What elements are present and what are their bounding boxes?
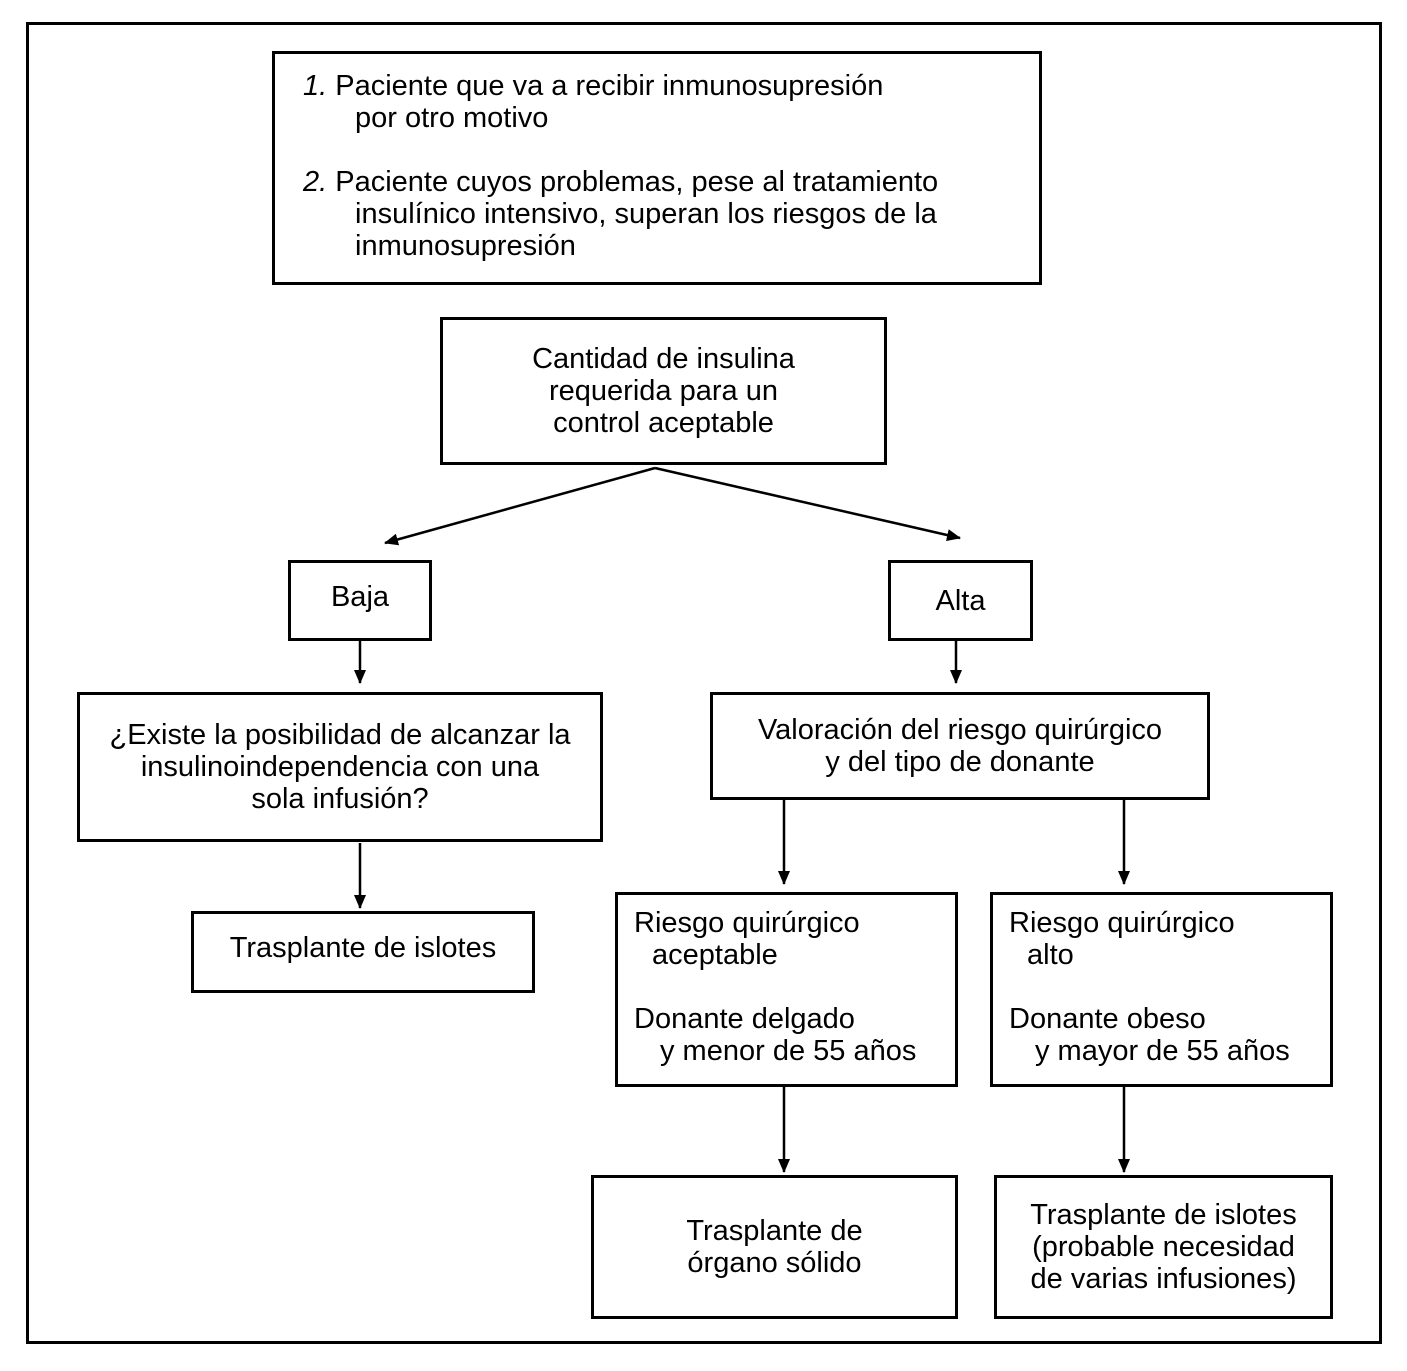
acceptable-risk-box: Riesgo quirúrgico aceptable Donante delg… bbox=[615, 892, 958, 1087]
criteria-item-1: 1. Paciente que va a recibir inmunosupre… bbox=[303, 70, 884, 102]
baja-box: Baja bbox=[288, 560, 432, 641]
arrow-insulin-to-baja bbox=[384, 466, 656, 546]
criteria-box: 1. Paciente que va a recibir inmunosupre… bbox=[272, 51, 1042, 285]
islets-transplant-box: Trasplante de islotes bbox=[191, 911, 535, 993]
alta-box: Alta bbox=[888, 560, 1033, 641]
islets-multiple-box: Trasplante de islotes (probable necesida… bbox=[994, 1175, 1333, 1319]
diagram-frame bbox=[26, 22, 1382, 1344]
high-risk-box: Riesgo quirúrgico alto Donante obeso y m… bbox=[990, 892, 1333, 1087]
assessment-box: Valoración del riesgo quirúrgico y del t… bbox=[710, 692, 1210, 800]
insulin-requirement-box: Cantidad de insulina requerida para un c… bbox=[440, 317, 887, 465]
arrow-insulin-to-alta bbox=[654, 466, 961, 541]
solid-organ-box: Trasplante de órgano sólido bbox=[591, 1175, 958, 1319]
criteria-item-2: 2. Paciente cuyos problemas, pese al tra… bbox=[303, 166, 939, 198]
question-box: ¿Existe la posibilidad de alcanzar la in… bbox=[77, 692, 603, 842]
